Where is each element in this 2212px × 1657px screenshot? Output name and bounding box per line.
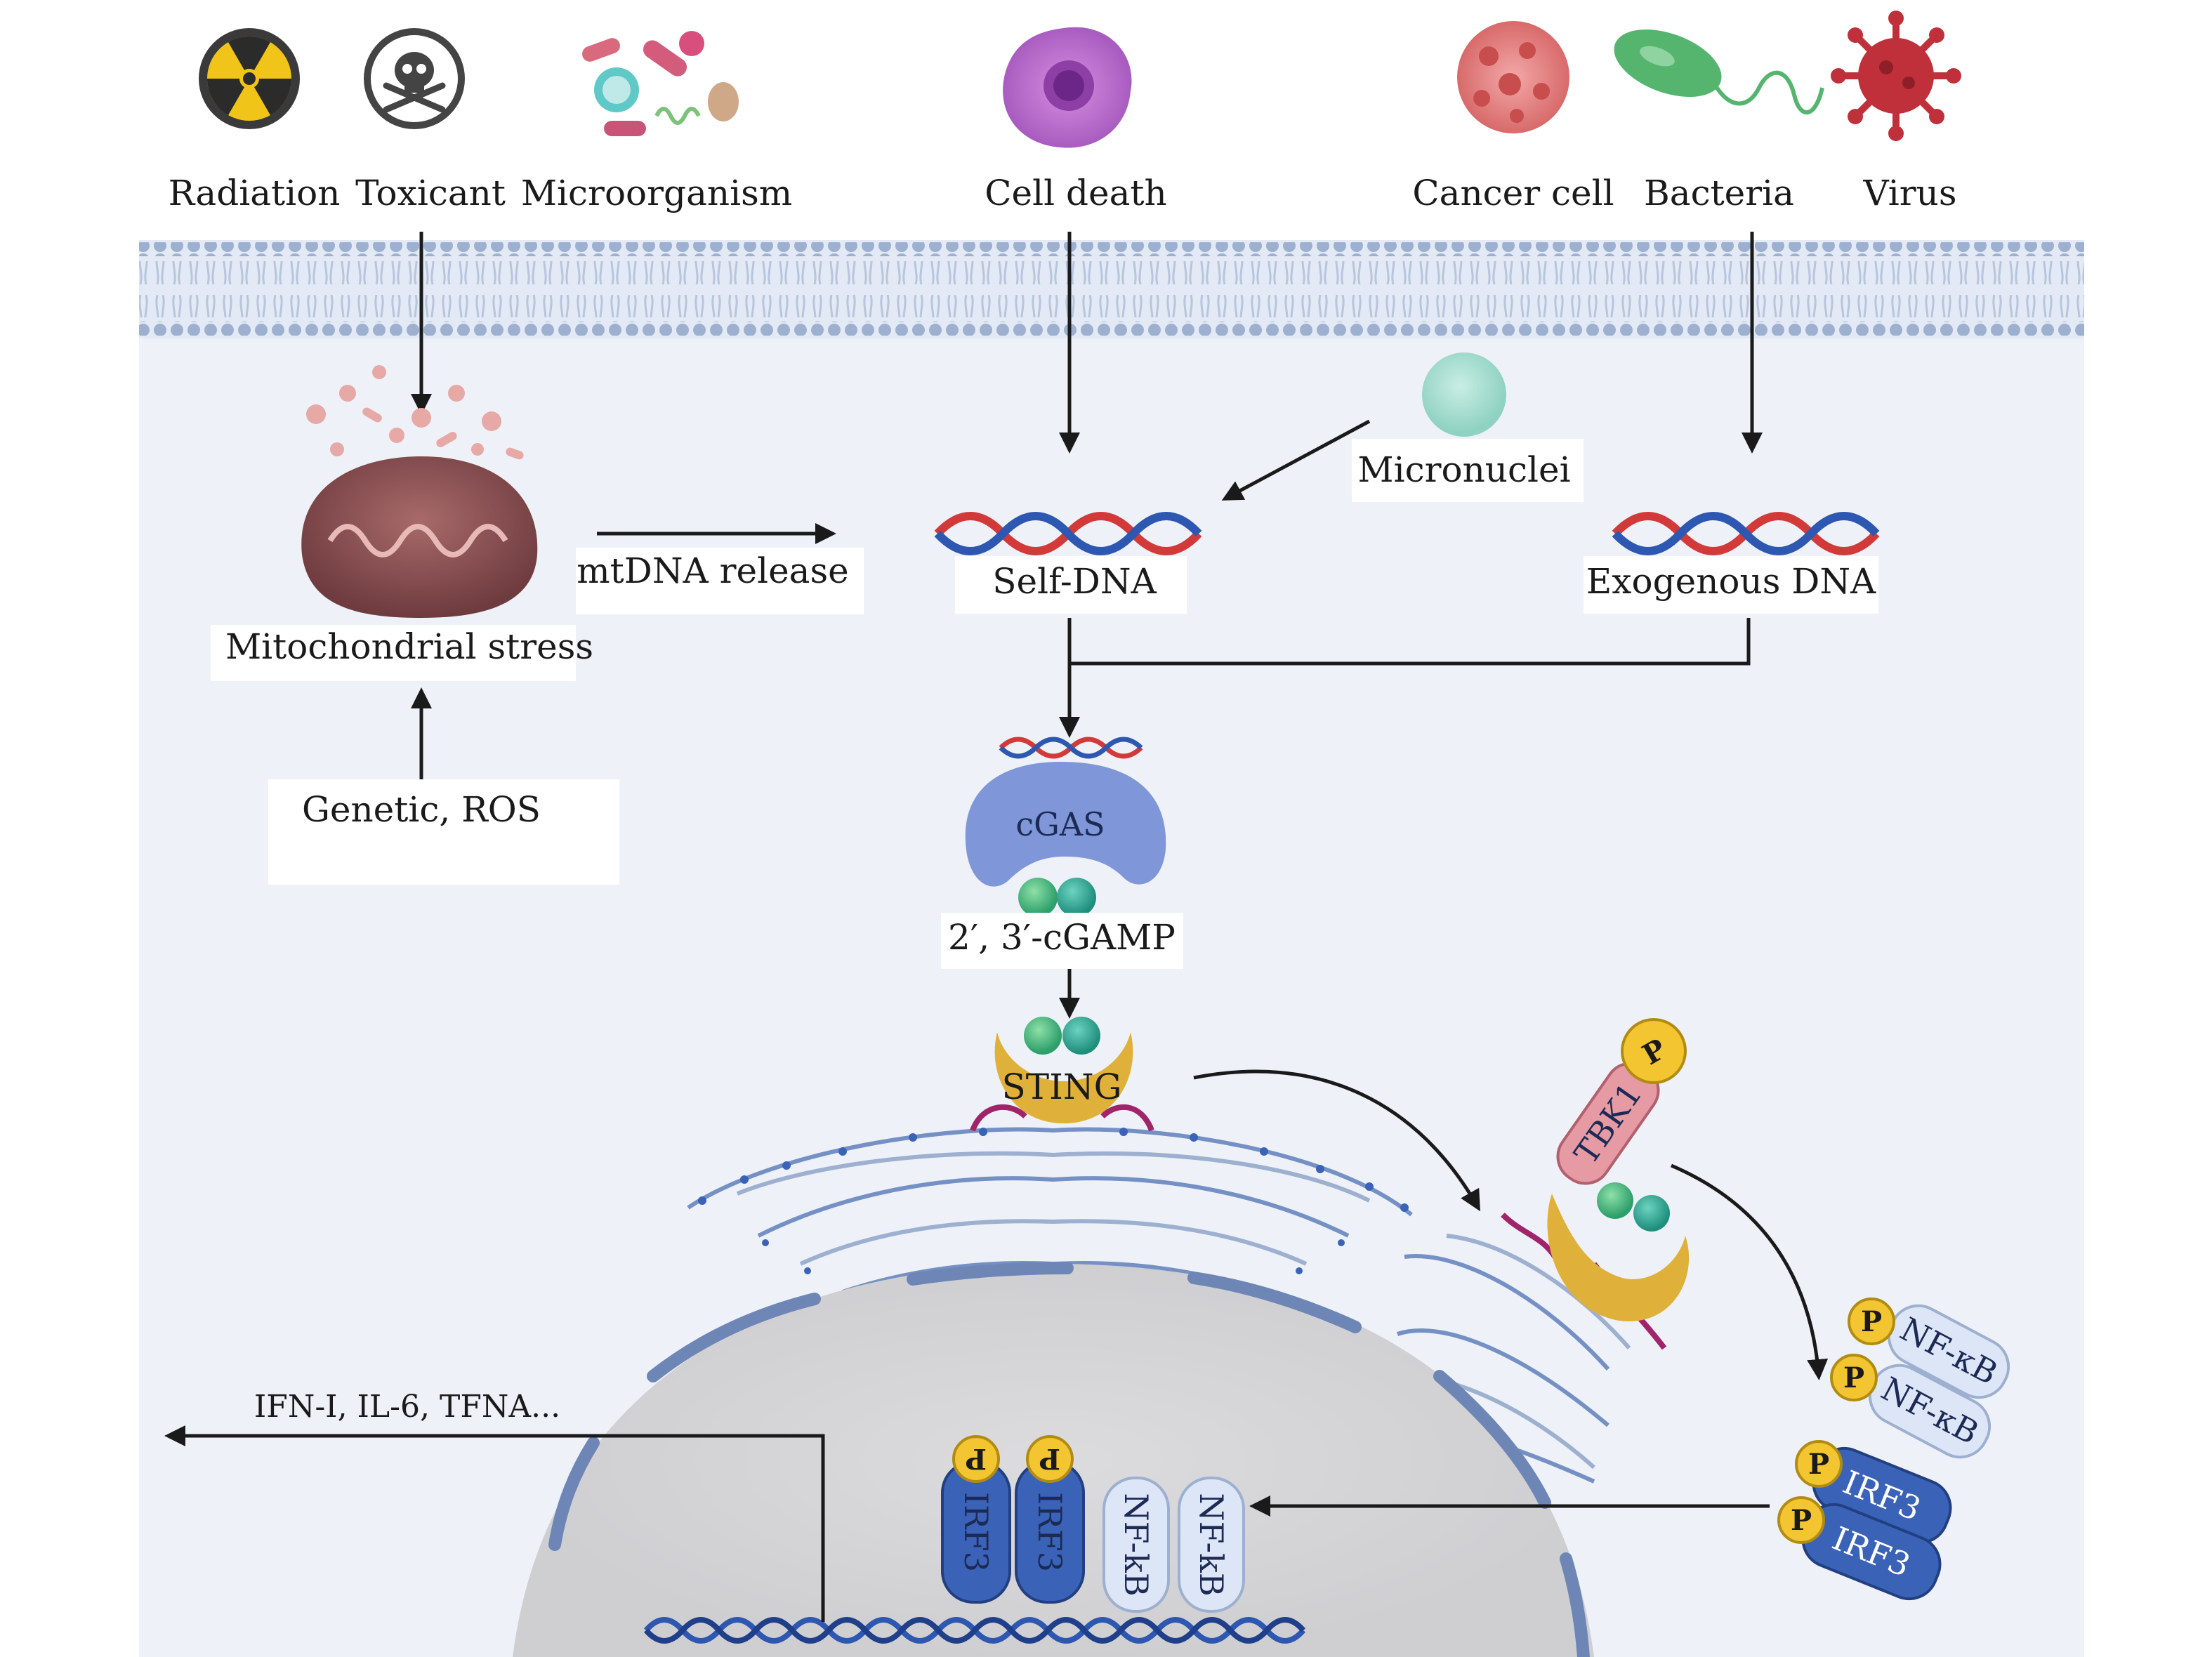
mtdna-release-label: mtDNA release [577,550,848,591]
sting-tether-icon [970,1104,1154,1132]
microorganism-label: Microorganism [521,173,792,213]
nfkb-nuclear-label: NF-kB [1192,1493,1230,1596]
micronuclei-label: Micronuclei [1357,449,1570,490]
self-dna-label: Self-DNA [992,561,1157,602]
radiation-label: Radiation [169,173,341,213]
cgamp-ball-icon [1018,878,1058,917]
nfkb-nuclear-2: NF-kB [1178,1477,1245,1613]
arrow-sting-translocation [1193,1069,1480,1212]
irf3-cyto-2: IRF3 [1801,1503,1942,1601]
damaged-mitochondrion-icon [301,365,538,618]
irf3-nuclear-phospho-icon: P [952,1435,1000,1483]
nfkb-nuclear-label: NF-kB [1117,1493,1155,1596]
sting-cgamp-ball-icon [1062,1017,1100,1055]
svg-text:P: P [1808,1448,1829,1481]
irf3-nuclear-2: IRF3 [1015,1460,1085,1604]
toxicant-label: Toxicant [355,173,506,213]
cell-death-label: Cell death [985,173,1166,213]
irf3-nuclear-phospho-icon: P [1026,1435,1074,1483]
svg-text:P: P [1861,1305,1882,1338]
exogenous-dna-label: Exogenous DNA [1586,561,1876,602]
bound-dna-icon [999,737,1143,759]
genomic-dna-helix-icon [643,1617,1306,1644]
cancer-cell-icon [1457,21,1569,133]
nuclear-envelope-pores [548,1262,1590,1657]
micronucleus-icon [1422,352,1506,437]
arrow-tbk1-phosphorylation [1671,1163,1829,1380]
micronuclei-label-box [1352,439,1584,502]
irf3-nuclear-1: IRF3 [941,1460,1011,1604]
plasma-membrane [139,240,2084,338]
virus-label: Virus [1863,173,1957,213]
cgamp-label-box [941,913,1183,969]
irf3-nuclear-label: IRF3 [957,1492,995,1572]
genetic-ros-label: Genetic, ROS [302,789,541,830]
radiation-icon [199,28,300,129]
bacteria-label: Bacteria [1644,173,1794,213]
exogenous-dna-helix-icon [1612,512,1880,555]
dying-cell-icon [1003,27,1132,148]
svg-text:P: P [1039,1442,1060,1475]
self-dna-label-box [955,556,1187,614]
nfkb-phospho-icon: P [1830,1354,1878,1401]
self-dna-helix-icon [934,512,1202,555]
er-ribosomes [698,1128,1409,1274]
cgas-enzyme-shape [965,762,1166,887]
nfkb-nuclear-1: NF-kB [1102,1477,1170,1613]
mitochondrial-stress-label: Mitochondrial stress [225,626,593,667]
irf3-phospho-icon: P [1795,1440,1843,1488]
active-sting-shape [1547,1194,1690,1321]
virus-icon [1831,11,1961,141]
cgas-label: cGAS [1015,805,1105,843]
svg-text:P: P [1791,1504,1812,1537]
arrow-micronuclei-to-selfdna [1221,419,1371,501]
arrow-cytokine-output [164,1425,825,1622]
cancer-cell-label: Cancer cell [1412,173,1614,213]
cgamp-ball-icon [1057,878,1096,917]
cytokine-output-label: IFN-I, IL-6, TFNA... [254,1389,560,1425]
tbk1-phospho-icon: P [1621,1018,1687,1084]
irf3-phospho-icon: P [1777,1496,1825,1544]
svg-text:P: P [1843,1361,1864,1394]
mtdna-label-box [576,548,864,614]
complex-cgamp-ball-icon [1597,1182,1633,1219]
sting-cgamp-ball-icon [1024,1017,1062,1055]
sting-dimer-shape [994,1032,1133,1123]
cgamp-label: 2′, 3′-cGAMP [948,917,1176,958]
exo-dna-merge-line [1069,618,1751,666]
genetic-label-box [268,779,619,885]
toxicant-skull-icon [364,28,465,129]
microorganism-icon [582,31,739,136]
complex-cgamp-ball-icon [1633,1195,1670,1232]
sting-label: STING [1001,1067,1121,1107]
bacteria-icon [1614,29,1824,115]
mito-label-box [211,625,576,681]
exo-dna-label-box [1584,556,1878,614]
irf3-nuclear-label: IRF3 [1031,1492,1069,1572]
nfkb-phospho-icon: P [1848,1298,1895,1345]
svg-text:P: P [966,1442,987,1475]
